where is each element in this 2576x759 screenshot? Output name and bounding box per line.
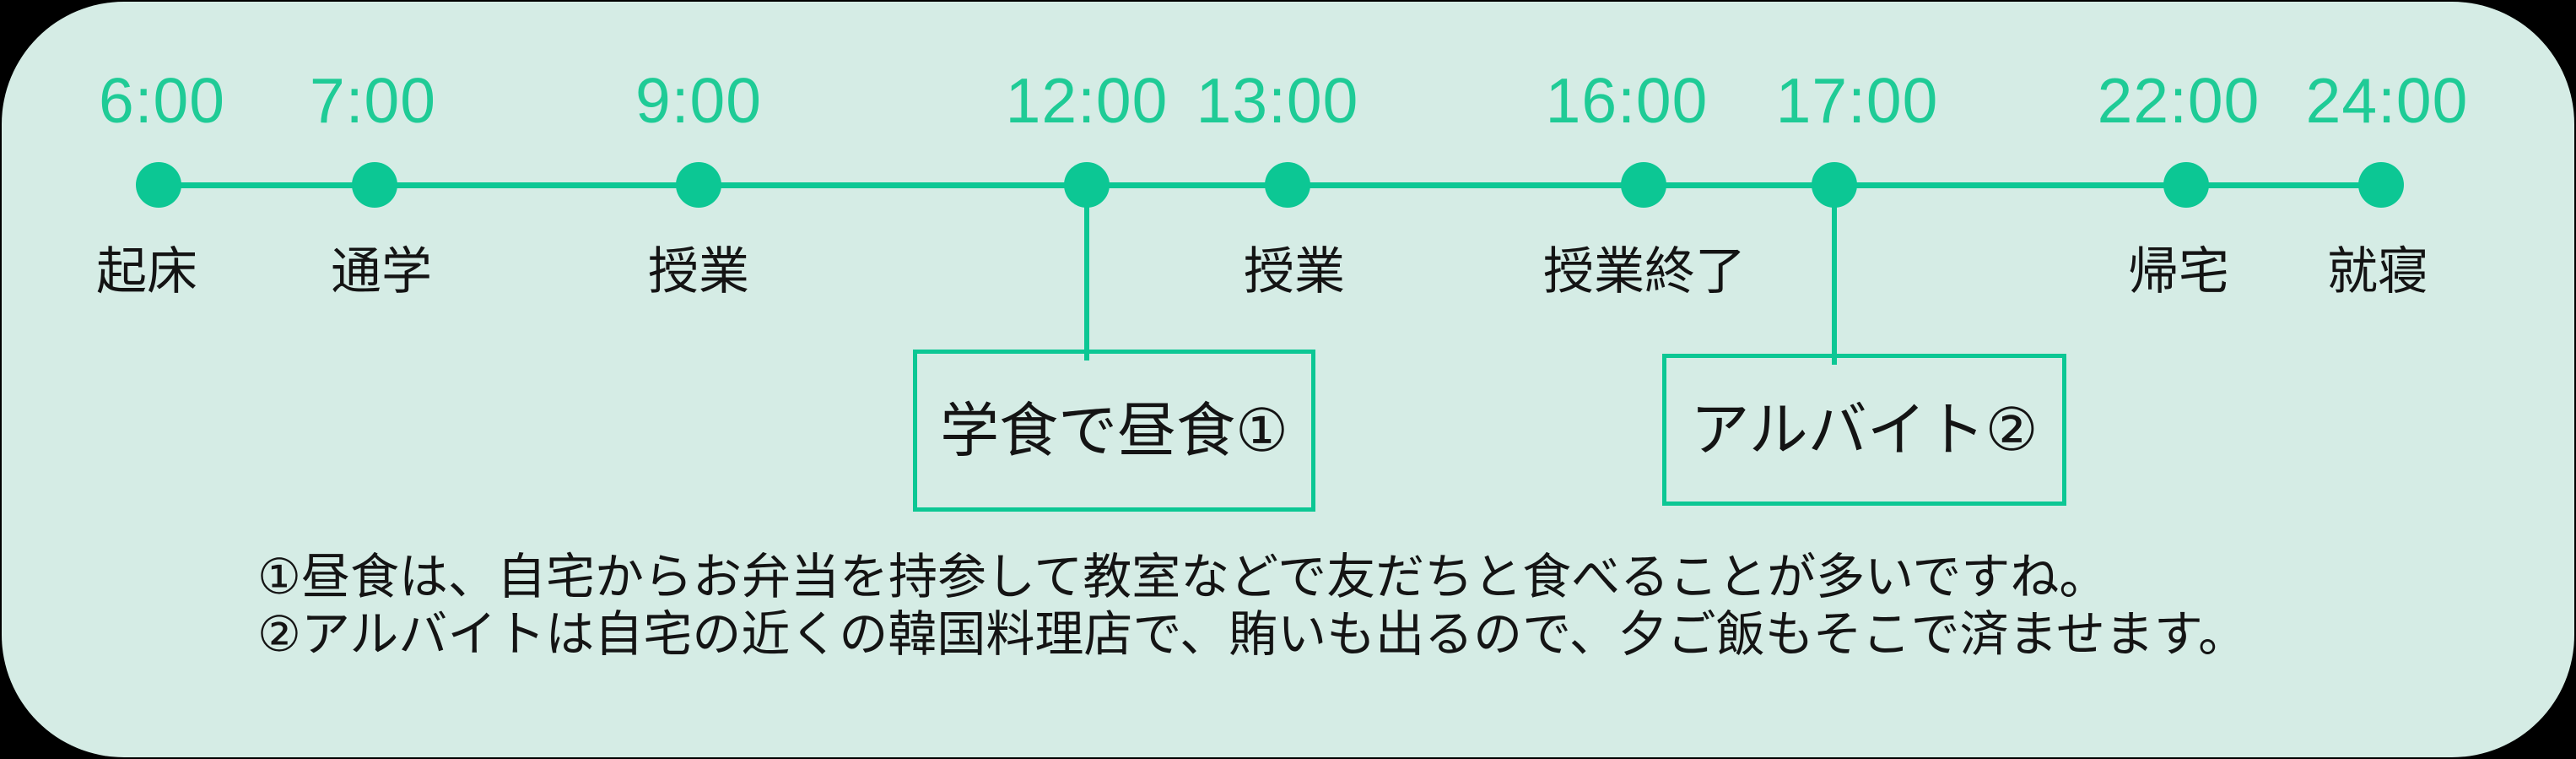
connector-line-parttime (1832, 200, 1837, 365)
callout-label-lunch: 学食で昼食① (940, 398, 1288, 464)
footnotes: ①昼食は、自宅からお弁当を持参して教室などで友だちと食べることが多いですね。 ②… (257, 549, 2247, 664)
time-label: 17:00 (1775, 65, 1939, 136)
time-label: 7:00 (310, 65, 436, 136)
activity-label: 起床 (96, 243, 197, 300)
timeline-dot-9-00 (676, 162, 721, 208)
time-label: 12:00 (1005, 65, 1169, 136)
timeline-dot-24-00 (2358, 162, 2404, 208)
time-label: 16:00 (1545, 65, 1709, 136)
time-label: 6:00 (99, 65, 225, 136)
activity-label: 授業終了 (1543, 243, 1746, 300)
time-label: 9:00 (635, 65, 762, 136)
callout-box-parttime: アルバイト② (1662, 354, 2066, 506)
time-label: 24:00 (2305, 65, 2469, 136)
activity-label: 帰宅 (2128, 243, 2229, 300)
activity-label: 授業 (1244, 243, 1345, 300)
callout-label-parttime: アルバイト② (1690, 397, 2039, 463)
timeline-dot-6-00 (136, 162, 181, 208)
footnote-line-2: ②アルバイトは自宅の近くの韓国料理店で、賄いも出るので、夕ご飯もそこで済ませます… (257, 607, 2248, 662)
timeline-dot-13-00 (1265, 162, 1310, 208)
activity-label: 授業 (648, 243, 749, 300)
time-label: 22:00 (2097, 65, 2260, 136)
activity-label: 就寝 (2327, 243, 2428, 300)
footnote-line-1: ①昼食は、自宅からお弁当を持参して教室などで友だちと食べることが多いですね。 (257, 550, 2109, 604)
callout-box-lunch: 学食で昼食① (913, 350, 1315, 512)
time-label: 13:00 (1196, 65, 1359, 136)
timeline-dot-22-00 (2163, 162, 2209, 208)
timeline-dot-7-00 (352, 162, 397, 208)
timeline-dot-16-00 (1621, 162, 1666, 208)
activity-label: 通学 (331, 243, 432, 300)
connector-line-lunch (1084, 200, 1089, 361)
